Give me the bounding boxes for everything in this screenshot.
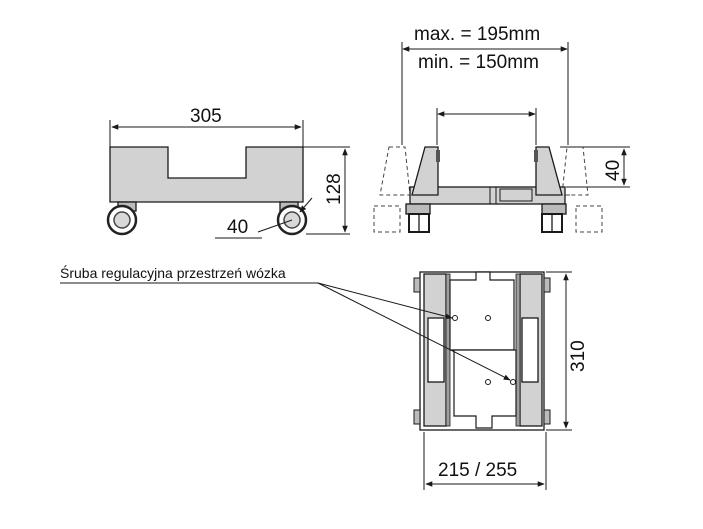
side-height-label: 128 (324, 173, 345, 205)
adjust-screw-label: Śruba regulacyjna przestrzeń wózka (60, 264, 286, 281)
adjust-screw-hole-4 (510, 379, 516, 385)
adjust-screw-hole-1 (452, 315, 458, 321)
side-body (109, 146, 304, 203)
front-caster-left (405, 203, 431, 233)
front-upright-right (535, 146, 563, 196)
label-leader-lines (60, 282, 511, 381)
top-handle-left (427, 317, 445, 383)
top-view (60, 271, 572, 490)
front-view (373, 42, 630, 233)
adjust-screw-hole-3 (485, 379, 491, 385)
top-handle-right (521, 317, 539, 383)
side-view (106, 120, 350, 239)
front-base (409, 186, 566, 205)
side-wheel-label: 40 (227, 217, 248, 238)
top-plate-upper (449, 271, 515, 351)
top-length-label: 310 (568, 340, 589, 372)
front-min-label: min. = 150mm (418, 52, 539, 73)
top-length-dimension (546, 271, 572, 431)
top-width-dimension (423, 432, 547, 490)
side-wheel-left (106, 204, 138, 236)
top-plate-lower (453, 349, 517, 429)
front-width-dimensions (401, 42, 569, 145)
front-caster-right (541, 203, 567, 233)
side-height-dimension (303, 146, 350, 235)
adjust-screw-hole-2 (485, 315, 491, 321)
side-width-dimension (109, 120, 304, 147)
front-height-label: 40 (603, 160, 624, 181)
front-max-label: max. = 195mm (414, 24, 540, 45)
front-upright-left (411, 146, 439, 196)
top-width-label: 215 / 255 (438, 460, 517, 481)
side-wheel-leader (215, 197, 313, 239)
front-height-dimension (560, 146, 630, 188)
side-width-label: 305 (190, 106, 222, 127)
